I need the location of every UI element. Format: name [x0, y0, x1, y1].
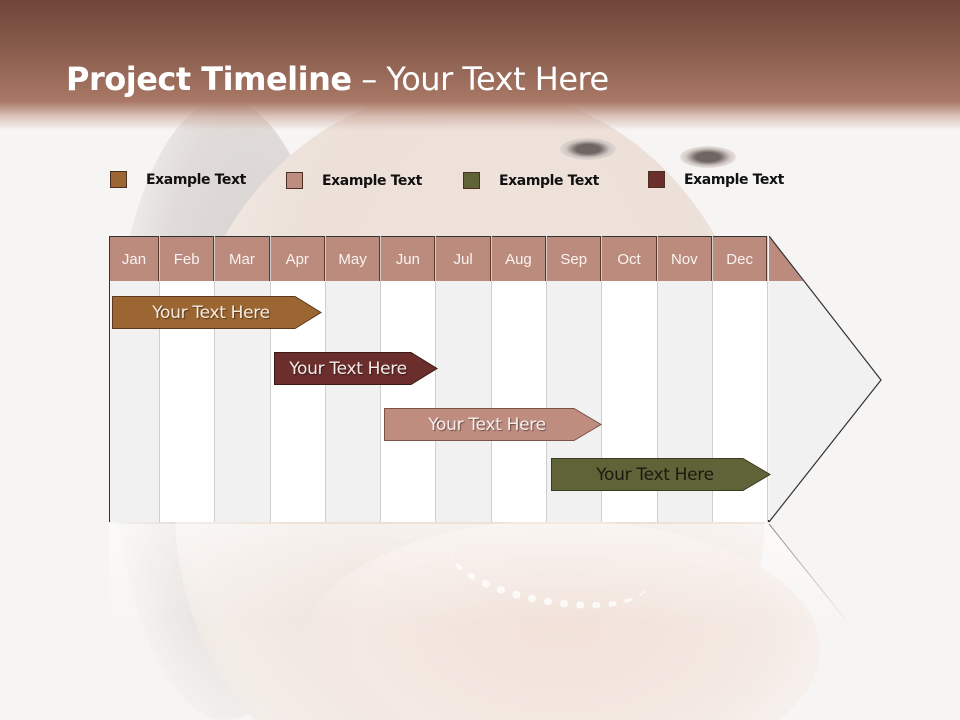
legend-swatch-olive	[463, 172, 480, 189]
slide-title: Project Timeline – Your Text Here	[66, 60, 609, 98]
bar-arrow-shape-icon	[112, 296, 322, 329]
bar-arrow-shape-icon	[384, 408, 602, 441]
month-header: Feb	[160, 236, 215, 281]
bar-label: Your Text Here	[289, 358, 407, 379]
timeline-bar-4[interactable]: Your Text Here	[551, 458, 771, 491]
bar-label: Your Text Here	[428, 414, 546, 435]
bar-label: Your Text Here	[596, 464, 714, 485]
background-eye-right	[680, 146, 736, 168]
timeline-reflection	[109, 524, 849, 624]
header-band	[0, 0, 960, 130]
legend-item-1: Example Text	[110, 171, 246, 188]
legend-item-4: Example Text	[648, 171, 784, 188]
timeline-bar-3[interactable]: Your Text Here	[384, 408, 602, 441]
legend: Example Text Example Text Example Text E…	[0, 170, 960, 194]
month-header: Jul	[436, 236, 491, 281]
month-column-jan: Jan	[110, 236, 160, 522]
month-header: Jun	[381, 236, 436, 281]
background-eye-left	[560, 138, 616, 160]
month-column-feb: Feb	[160, 236, 216, 522]
legend-swatch-rose	[286, 172, 303, 189]
legend-item-3: Example Text	[463, 172, 599, 189]
legend-label: Example Text	[684, 171, 784, 188]
timeline-bar-2[interactable]: Your Text Here	[274, 352, 438, 385]
month-header: Dec	[712, 236, 768, 281]
bar-arrow-shape-icon	[551, 458, 771, 491]
month-header: May	[325, 236, 381, 281]
timeline-arrow-head-icon	[769, 236, 882, 523]
legend-label: Example Text	[146, 171, 246, 188]
timeline-chart: Jan Feb Mar Apr May Jun Jul Aug Sep Oct …	[109, 236, 884, 526]
legend-swatch-brown	[110, 171, 127, 188]
month-header: Sep	[547, 236, 602, 281]
month-header: Nov	[657, 236, 712, 281]
slide-title-bold: Project Timeline	[66, 60, 352, 98]
bar-label: Your Text Here	[152, 302, 270, 323]
month-header: Oct	[602, 236, 657, 281]
month-column-mar: Mar	[215, 236, 271, 522]
legend-item-2: Example Text	[286, 172, 422, 189]
month-column-jul: Jul	[436, 236, 492, 522]
bar-arrow-shape-icon	[274, 352, 438, 385]
timeline-bar-1[interactable]: Your Text Here	[112, 296, 322, 329]
legend-label: Example Text	[322, 172, 422, 189]
month-header: Mar	[215, 236, 270, 281]
legend-label: Example Text	[499, 172, 599, 189]
month-header: Apr	[270, 236, 325, 281]
slide-title-rest: – Your Text Here	[351, 60, 609, 98]
month-header: Jan	[110, 236, 159, 281]
month-header: Aug	[491, 236, 547, 281]
legend-swatch-maroon	[648, 171, 665, 188]
month-column-aug: Aug	[491, 236, 548, 522]
